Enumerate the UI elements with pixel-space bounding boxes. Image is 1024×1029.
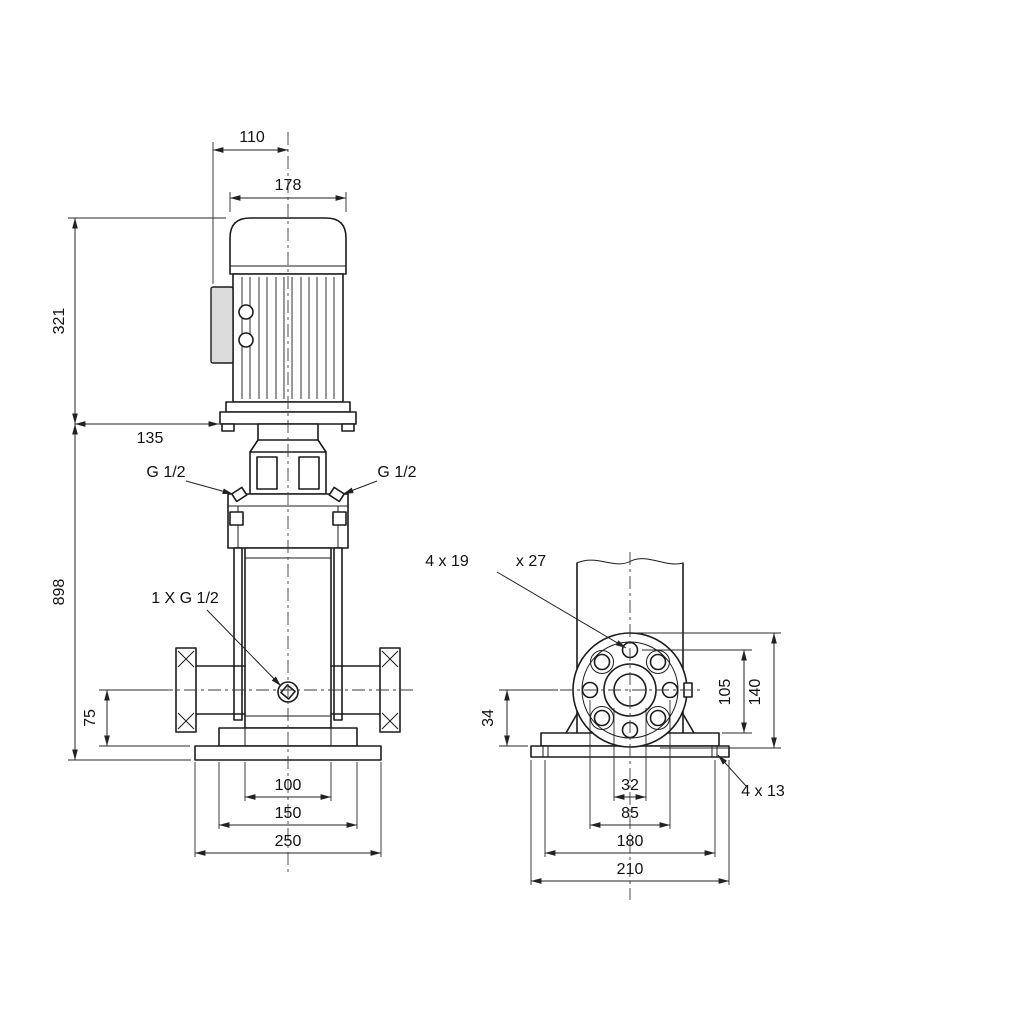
dim-150-label: 150 [275,805,302,822]
bolt-hole [649,653,667,671]
vent-plug-left [230,486,248,503]
front-dimensions: 110 178 321 898 135 75 100 [51,129,417,857]
counterbore [590,706,614,730]
motor [210,217,357,432]
staybolt-left [233,547,243,721]
dim-140-label: 140 [747,679,764,706]
dim-180-label: 180 [617,833,644,850]
front-view: 110 178 321 898 135 75 100 [51,129,417,872]
dim-898-label: 898 [51,579,68,606]
bolt-hole [649,709,667,727]
dim-32-label: 32 [621,777,639,794]
dim-135-label: 135 [137,430,164,447]
port-flanges [175,647,401,733]
dim-110-label: 110 [239,129,265,146]
plug-right-label: G 1/2 [377,464,416,481]
plug-left-label: G 1/2 [146,464,185,481]
counterbore [646,706,670,730]
dim-75-label: 75 [82,709,99,727]
drain-plug-label: 1 X G 1/2 [151,590,219,607]
coupling-window [256,456,278,490]
dim-105-label: 105 [717,679,734,706]
bolt-hole [593,653,611,671]
flange-counterbore-label: x 27 [516,553,546,570]
cable-entry [238,332,254,348]
dim-250-label: 250 [275,833,302,850]
flange-holes-label: 4 x 19 [425,553,469,570]
counterbore [590,650,614,674]
terminal-box [210,286,234,364]
base-bolt-hole [542,746,549,757]
staybolt-right [333,547,343,721]
dim-34-label: 34 [480,709,497,727]
dim-100-label: 100 [275,777,302,794]
vent-plug-right [328,486,346,503]
coupling-window [298,456,320,490]
motor-stool [249,423,327,495]
side-dimensions: 34 105 140 32 85 180 [425,553,785,885]
dim-85-label: 85 [621,805,639,822]
dim-178-label: 178 [275,177,302,194]
counterbore [646,650,670,674]
bolt-hole [593,709,611,727]
base-holes-label: 4 x 13 [741,783,785,800]
side-view: 34 105 140 32 85 180 [425,552,785,900]
dim-321-label: 321 [51,308,68,335]
break-line [576,558,684,565]
cable-entry [238,304,254,320]
dim-210-label: 210 [617,861,644,878]
